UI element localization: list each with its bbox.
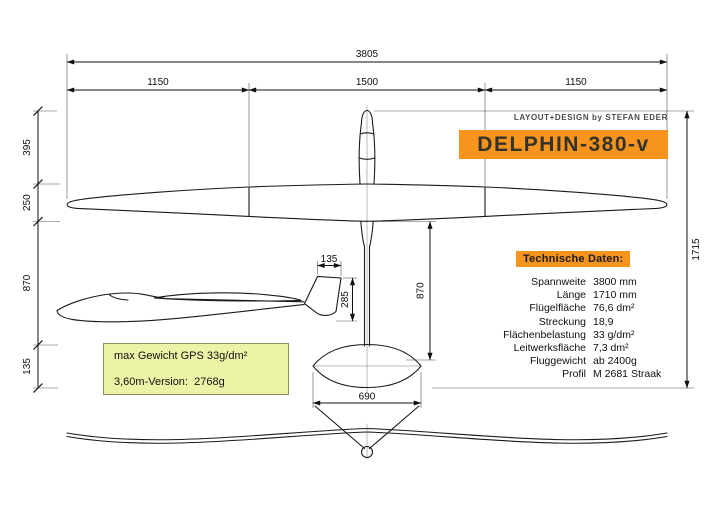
tail-fin (303, 275, 342, 316)
tech-value: 3800 mm (593, 276, 637, 288)
dim-panel-center: 1500 (356, 77, 379, 88)
tech-label: Flächenbelastung (503, 328, 586, 341)
weight-note-box: max Gewicht GPS 33g/dm² 3,60m-Version: 2… (103, 343, 289, 395)
glider-top-view (66, 105, 668, 393)
tech-value: 33 g/dm² (593, 328, 635, 341)
design-credit: LAYOUT+DESIGN by STEFAN EDER (513, 113, 668, 122)
tech-data-header: Technische Daten: (516, 251, 631, 267)
tech-row-fluggewicht: Fluggewicht ab 2400g (498, 355, 661, 368)
tech-value: 76,6 dm² (593, 302, 635, 315)
dim-fin-height: 285 (340, 291, 351, 308)
chain-tick-marks (33, 106, 43, 393)
fuselage-cross-section (360, 445, 374, 459)
tech-row-fluegelflaeche: Flügelfläche 76,6 dm² (498, 302, 661, 315)
model-title: DELPHIN-380-v (477, 132, 650, 156)
dim-boom-section: 870 (22, 274, 33, 291)
dim-fin-chord: 135 (321, 254, 338, 265)
vtail-front-right (368, 405, 420, 450)
title-banner: DELPHIN-380-v (459, 130, 668, 159)
tech-row-spannweite: Spannweite 3800 mm (498, 276, 661, 289)
dim-panel-right: 1150 (565, 77, 587, 88)
tech-value: 7,3 dm² (593, 342, 629, 355)
tech-label: Fluggewicht (529, 355, 586, 368)
canopy-line-front (359, 132, 375, 135)
tech-row-streckung: Streckung 18,9 (498, 316, 661, 329)
tech-value: 1710 mm (593, 289, 637, 302)
tech-data-table: Spannweite 3800 mm Länge 1710 mm Flügelf… (498, 276, 661, 382)
tech-value: M 2681 Straak (593, 368, 662, 381)
glider-front-view (66, 405, 668, 460)
canopy-line-rear (359, 157, 375, 160)
tech-label: Spannweite (531, 276, 586, 288)
glider-side-view (56, 275, 342, 323)
tech-row-profil: Profil M 2681 Straak (498, 368, 661, 381)
tech-row-flaechenbelastung: Flächenbelastung 33 g/dm² (498, 329, 661, 342)
tech-row-leitwerksflaeche: Leitwerksfläche 7,3 dm² (498, 342, 661, 355)
fuselage-bottom-line (56, 304, 305, 323)
dim-nose-section: 395 (22, 139, 33, 156)
dim-panel-left: 1150 (147, 77, 169, 88)
fuselage-top-line (56, 292, 305, 312)
wing-planform-right (366, 183, 668, 222)
spinner-outline (360, 109, 374, 124)
dimension-lines (37, 59, 690, 406)
canopy-frame (108, 293, 129, 301)
tech-row-laenge: Länge 1710 mm (498, 289, 661, 302)
dim-total-span: 3805 (356, 49, 379, 60)
weight-note-line1: max Gewicht GPS 33g/dm² (114, 350, 248, 362)
dim-stab-span: 690 (359, 392, 376, 403)
tech-label: Leitwerksfläche (513, 342, 586, 355)
weight-note-line2: 3,60m-Version: 2768g (114, 376, 225, 388)
tech-value: 18,9 (593, 315, 614, 328)
tech-label: Länge (556, 289, 586, 302)
wing-planform-left (66, 183, 368, 222)
dim-wing-to-tail: 870 (416, 282, 427, 299)
tech-label: Flügelfläche (529, 302, 586, 315)
dim-root-chord: 250 (22, 194, 33, 211)
tech-value: ab 2400g (593, 355, 637, 368)
wing-root-airfoil (153, 292, 302, 302)
vtail-front-left (314, 405, 366, 450)
tech-label: Streckung (538, 315, 586, 328)
tech-label: Profil (562, 368, 586, 381)
dim-stab-chord: 135 (22, 358, 33, 375)
dimension-labels: 3805 1150 1500 1150 395 250 870 135 1715… (22, 49, 702, 403)
dim-overall-length: 1715 (691, 238, 702, 261)
